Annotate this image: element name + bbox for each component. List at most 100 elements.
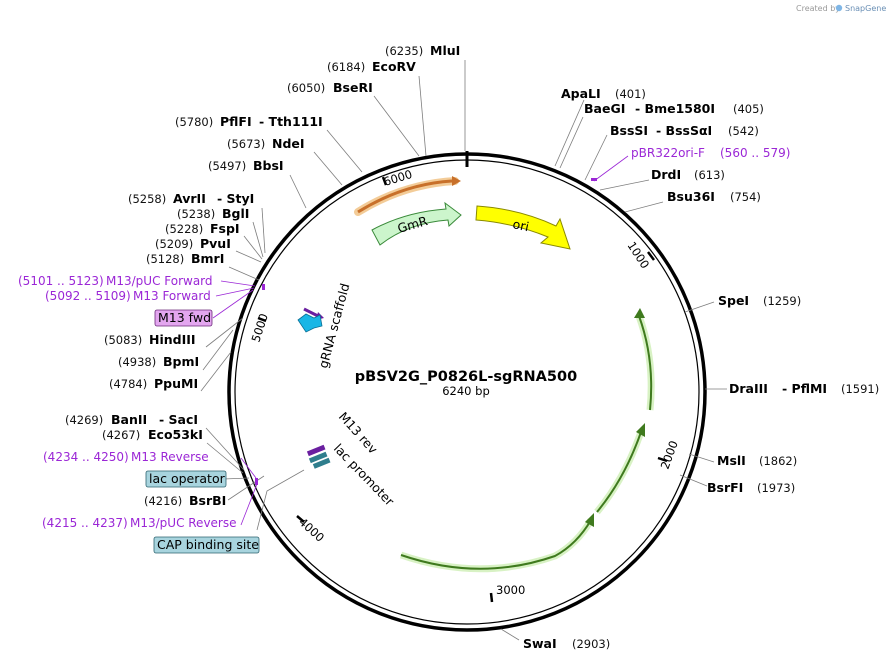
- cds-mid-arrowhead: [636, 423, 645, 437]
- credit-prefix: Created by: [796, 4, 840, 13]
- box-lac-operator-bg: [145, 470, 227, 488]
- site-pos: (754): [730, 190, 761, 204]
- site-drdi[interactable]: DrdI (613): [651, 167, 725, 182]
- site-enzyme: HindIII: [149, 332, 196, 347]
- tick-2000-mark: [657, 456, 668, 463]
- site-ppumi[interactable]: (4784) PpuMI: [109, 376, 198, 391]
- box-lac-operator-label: lac operator: [149, 471, 226, 486]
- site-enzyme: FspI: [210, 221, 240, 236]
- feature-orange-arrowhead: [452, 176, 461, 186]
- site-enzyme: SwaI: [523, 636, 557, 651]
- site-apali[interactable]: ApaLI (401): [561, 86, 646, 101]
- primer-name: pBR322ori-F: [631, 146, 705, 160]
- site-pos: (1973): [757, 481, 795, 495]
- site-bpmi[interactable]: (4938) BpmI: [118, 354, 199, 369]
- site-bmri[interactable]: (5128) BmrI: [146, 251, 224, 266]
- m13rev-bar[interactable]: [306, 444, 326, 457]
- cds-mid-glow[interactable]: [594, 430, 645, 515]
- feature-orange-glow[interactable]: [354, 177, 459, 216]
- site-draiii[interactable]: DraIII - PflMI (1591): [729, 381, 879, 396]
- site-pos: (5083): [104, 333, 142, 347]
- site-enzyme: BglI: [222, 206, 249, 221]
- cds-right-arc[interactable]: [638, 315, 653, 411]
- cds-mid-arc[interactable]: [596, 431, 642, 513]
- site-bseri[interactable]: (6050) BseRI: [287, 80, 373, 95]
- tick-label-5000: 5000: [249, 312, 271, 344]
- credit: Created by SnapGene: [796, 4, 886, 13]
- site-pos: (5673): [227, 137, 265, 151]
- site-pos: (1591): [841, 382, 879, 396]
- site-enzyme: Bsu36I: [667, 189, 715, 204]
- site-mlui[interactable]: (6235) MluI: [385, 43, 460, 58]
- tick-3000-mark: [489, 592, 494, 603]
- site-pos: (1259): [763, 294, 801, 308]
- site-ecorv[interactable]: (6184) EcoRV: [327, 59, 416, 74]
- site-bsrfi[interactable]: BsrFI (1973): [707, 480, 795, 495]
- site-bsssi[interactable]: BssSI - BssSαI (542): [610, 123, 759, 138]
- box-cap-binding-site[interactable]: CAP binding site: [153, 536, 260, 554]
- site-msli[interactable]: MslI (1862): [717, 453, 797, 468]
- credit-brand: SnapGene: [845, 4, 886, 13]
- site-pos: (5497): [208, 159, 246, 173]
- site-enzyme: BsrFI: [707, 480, 743, 495]
- site-pflfi[interactable]: (5780) PflFI - Tth111I: [175, 114, 323, 129]
- site-avrii[interactable]: (5258) AvrII - StyI: [128, 191, 254, 206]
- site-pvui[interactable]: (5209) PvuI: [155, 236, 231, 251]
- site-pos: (4216): [144, 494, 182, 508]
- primer-m13-puc-reverse[interactable]: (4215 .. 4237) M13/pUC Reverse: [42, 516, 237, 530]
- ori-feature[interactable]: ori: [475, 205, 571, 250]
- lac-promoter-bar[interactable]: [312, 457, 331, 469]
- cds-bottom-arc[interactable]: [400, 519, 592, 570]
- primer-range: (4234 .. 4250): [43, 450, 129, 464]
- site-pos: (4269): [65, 413, 103, 427]
- site-labels-left: (6235) MluI (6184) EcoRV (6050) BseRI (5…: [65, 43, 460, 508]
- site-ndei[interactable]: (5673) NdeI: [227, 136, 305, 151]
- m13-reverse-site-mark: [255, 478, 258, 485]
- site-enzyme: BseRI: [333, 80, 373, 95]
- tick-6000-mark: [381, 176, 388, 186]
- primer-name: M13/pUC Reverse: [130, 516, 237, 530]
- site-bgli[interactable]: (5238) BglI: [177, 206, 249, 221]
- ori-arrow[interactable]: [475, 205, 571, 250]
- primer-pbr322ori-f[interactable]: pBR322ori-F (560 .. 579): [631, 146, 790, 160]
- primer-m13-forward[interactable]: (5092 .. 5109) M13 Forward: [45, 289, 211, 303]
- box-m13-fwd[interactable]: M13 fwd: [154, 309, 213, 327]
- site-eco53ki[interactable]: (4267) Eco53kI: [102, 427, 203, 442]
- site-banii[interactable]: (4269) BanII - SacI: [65, 412, 198, 427]
- primer-name: M13 Reverse: [131, 450, 209, 464]
- site-bsu36i[interactable]: Bsu36I (754): [667, 189, 761, 204]
- tick-4000-mark: [296, 515, 305, 523]
- m13rev-lac-features[interactable]: M13 rev lac promoter: [306, 409, 398, 510]
- gmr-feature[interactable]: GmR: [371, 201, 462, 246]
- grna-feature[interactable]: gRNA scaffold: [297, 282, 352, 370]
- site-pos: (5128): [146, 252, 184, 266]
- site-swai[interactable]: SwaI (2903): [523, 636, 610, 651]
- site-hindiii[interactable]: (5083) HindIII: [104, 332, 196, 347]
- site-pos: (4784): [109, 377, 147, 391]
- site-enzyme: EcoRV: [372, 59, 416, 74]
- site-bsrbi[interactable]: (4216) BsrBI: [144, 493, 226, 508]
- site-pos: (5258): [128, 192, 166, 206]
- site-baegi[interactable]: BaeGI - Bme1580I (405): [584, 101, 764, 116]
- primer-m13-puc-forward[interactable]: (5101 .. 5123) M13/pUC Forward: [18, 274, 213, 288]
- primer-m13-reverse[interactable]: (4234 .. 4250) M13 Reverse: [43, 450, 209, 464]
- cds-bottom-glow[interactable]: [399, 518, 595, 573]
- plasmid-name: pBSV2G_P0826L-sgRNA500: [355, 369, 577, 385]
- site-fspi[interactable]: (5228) FspI: [165, 221, 240, 236]
- lac-promoter-label: lac promoter: [331, 441, 398, 510]
- box-m13-fwd-bg: [154, 309, 213, 327]
- lac-operator-bar[interactable]: [308, 451, 328, 464]
- primer-labels: (5101 .. 5123) M13/pUC Forward (5092 .. …: [18, 146, 790, 530]
- site-enzyme: MluI: [430, 43, 460, 58]
- site-enzyme: PpuMI: [154, 376, 198, 391]
- site-enzyme-2: - SacI: [159, 412, 198, 427]
- box-lac-operator[interactable]: lac operator: [145, 470, 227, 488]
- site-spei[interactable]: SpeI (1259): [718, 293, 801, 308]
- grna-arrow[interactable]: [297, 313, 323, 333]
- gmr-arrow[interactable]: [371, 201, 462, 246]
- site-enzyme: BpmI: [163, 354, 199, 369]
- site-bbsi[interactable]: (5497) BbsI: [208, 158, 284, 173]
- feature-orange-arc[interactable]: [357, 179, 453, 214]
